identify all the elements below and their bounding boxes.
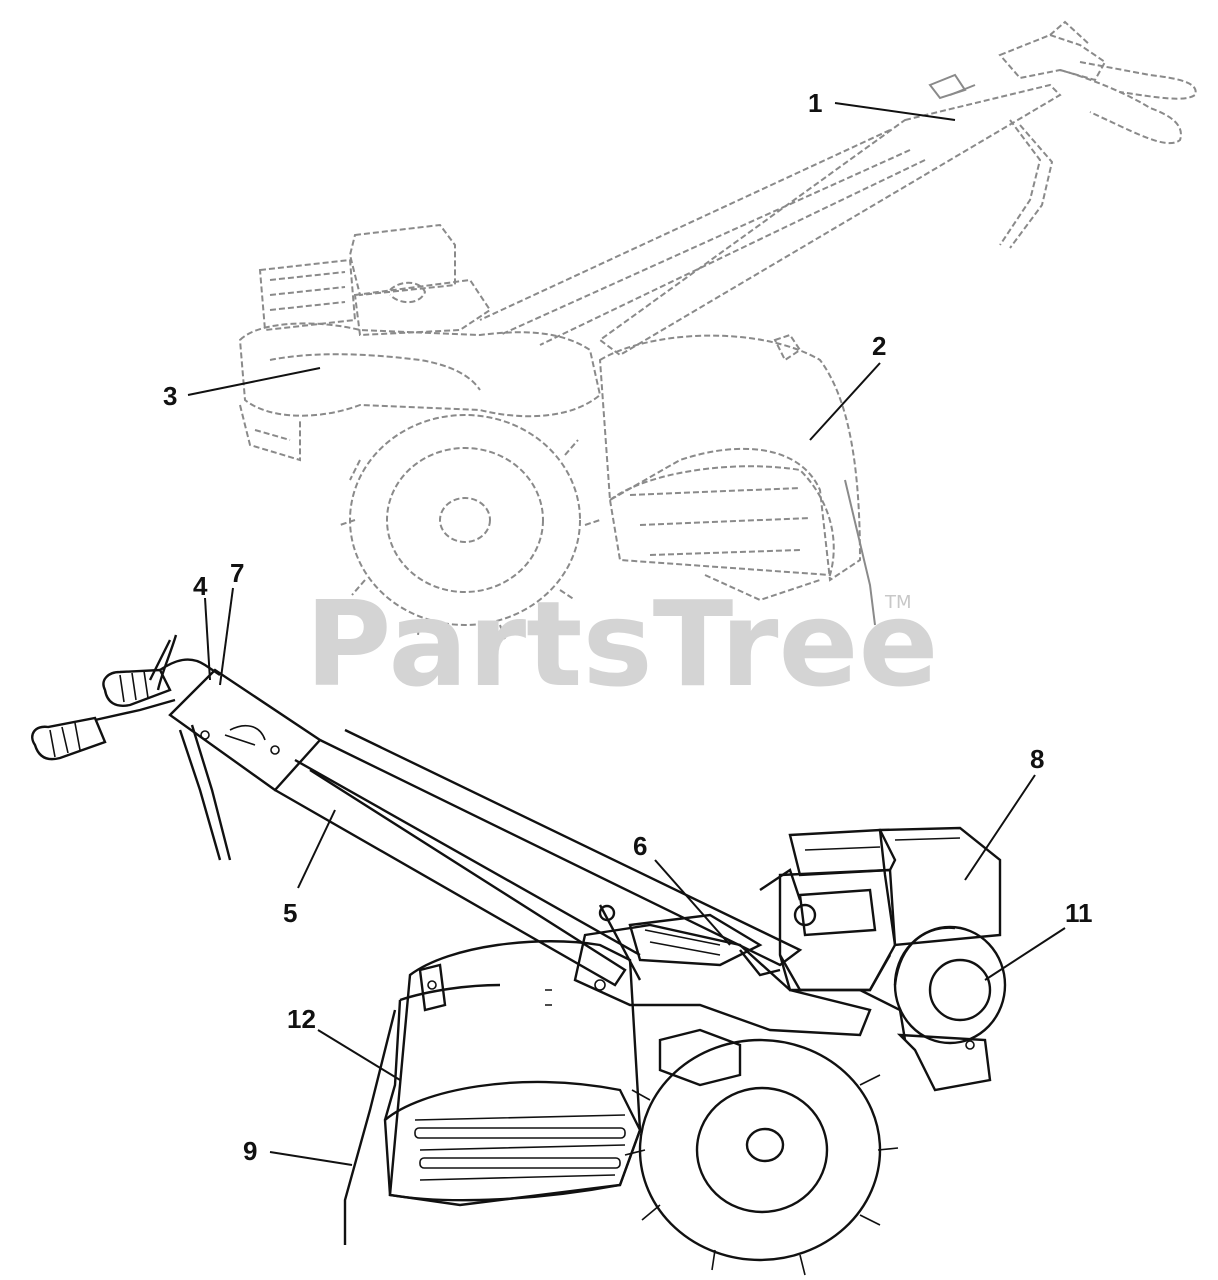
callout-12: 12 xyxy=(287,1004,316,1034)
leader-6 xyxy=(654,859,731,946)
top-engine xyxy=(258,223,492,337)
callout-2: 2 xyxy=(872,331,886,361)
bottom-controls xyxy=(628,868,802,977)
bottom-frame xyxy=(545,904,992,1092)
leader-11 xyxy=(984,927,1066,981)
callout-labels: 1 2 3 4 5 6 7 8 9 11 12 xyxy=(163,88,1093,1166)
top-handle-tubes xyxy=(479,73,1062,357)
leader-5 xyxy=(297,809,336,889)
leader-8 xyxy=(964,774,1036,881)
leader-1 xyxy=(834,102,956,121)
callout-11: 11 xyxy=(1065,898,1093,928)
tiller-bottom-view xyxy=(31,634,1007,1276)
top-wheel xyxy=(339,414,601,641)
callout-7: 7 xyxy=(230,558,244,588)
top-drag-bar xyxy=(844,479,876,626)
bottom-tine-hood xyxy=(383,940,642,1207)
callout-3: 3 xyxy=(163,381,177,411)
top-tine-hood xyxy=(598,333,862,602)
watermark-text: PartsTree xyxy=(305,575,939,713)
top-frame xyxy=(238,322,602,462)
bottom-drag-bar xyxy=(343,1009,397,1245)
bottom-handle-grips xyxy=(31,634,221,761)
leader-9 xyxy=(269,1151,353,1166)
leader-7 xyxy=(219,587,234,686)
callout-9: 9 xyxy=(243,1136,257,1166)
callout-4: 4 xyxy=(193,571,208,601)
leader-4 xyxy=(204,597,211,681)
watermark-tm: TM xyxy=(884,592,912,613)
callout-8: 8 xyxy=(1030,744,1044,774)
leader-3 xyxy=(187,367,321,396)
bottom-handle-tubes xyxy=(168,668,803,987)
tiller-top-view xyxy=(238,20,1197,641)
top-handle-grips xyxy=(998,20,1197,249)
bottom-wheel xyxy=(624,1028,899,1276)
callout-5: 5 xyxy=(283,898,297,928)
bottom-engine xyxy=(778,826,1002,1041)
callout-6: 6 xyxy=(633,831,647,861)
watermark: PartsTree TM xyxy=(305,575,939,713)
leader-2 xyxy=(809,362,881,441)
leader-lines xyxy=(187,102,1066,1166)
callout-1: 1 xyxy=(808,88,822,118)
bottom-recoil-starter xyxy=(893,925,1007,1045)
leader-12 xyxy=(317,1029,401,1081)
